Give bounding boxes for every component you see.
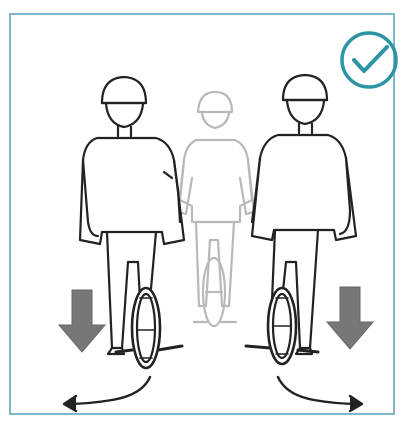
instruction-illustration — [0, 0, 409, 427]
illustration-canvas — [0, 0, 409, 427]
